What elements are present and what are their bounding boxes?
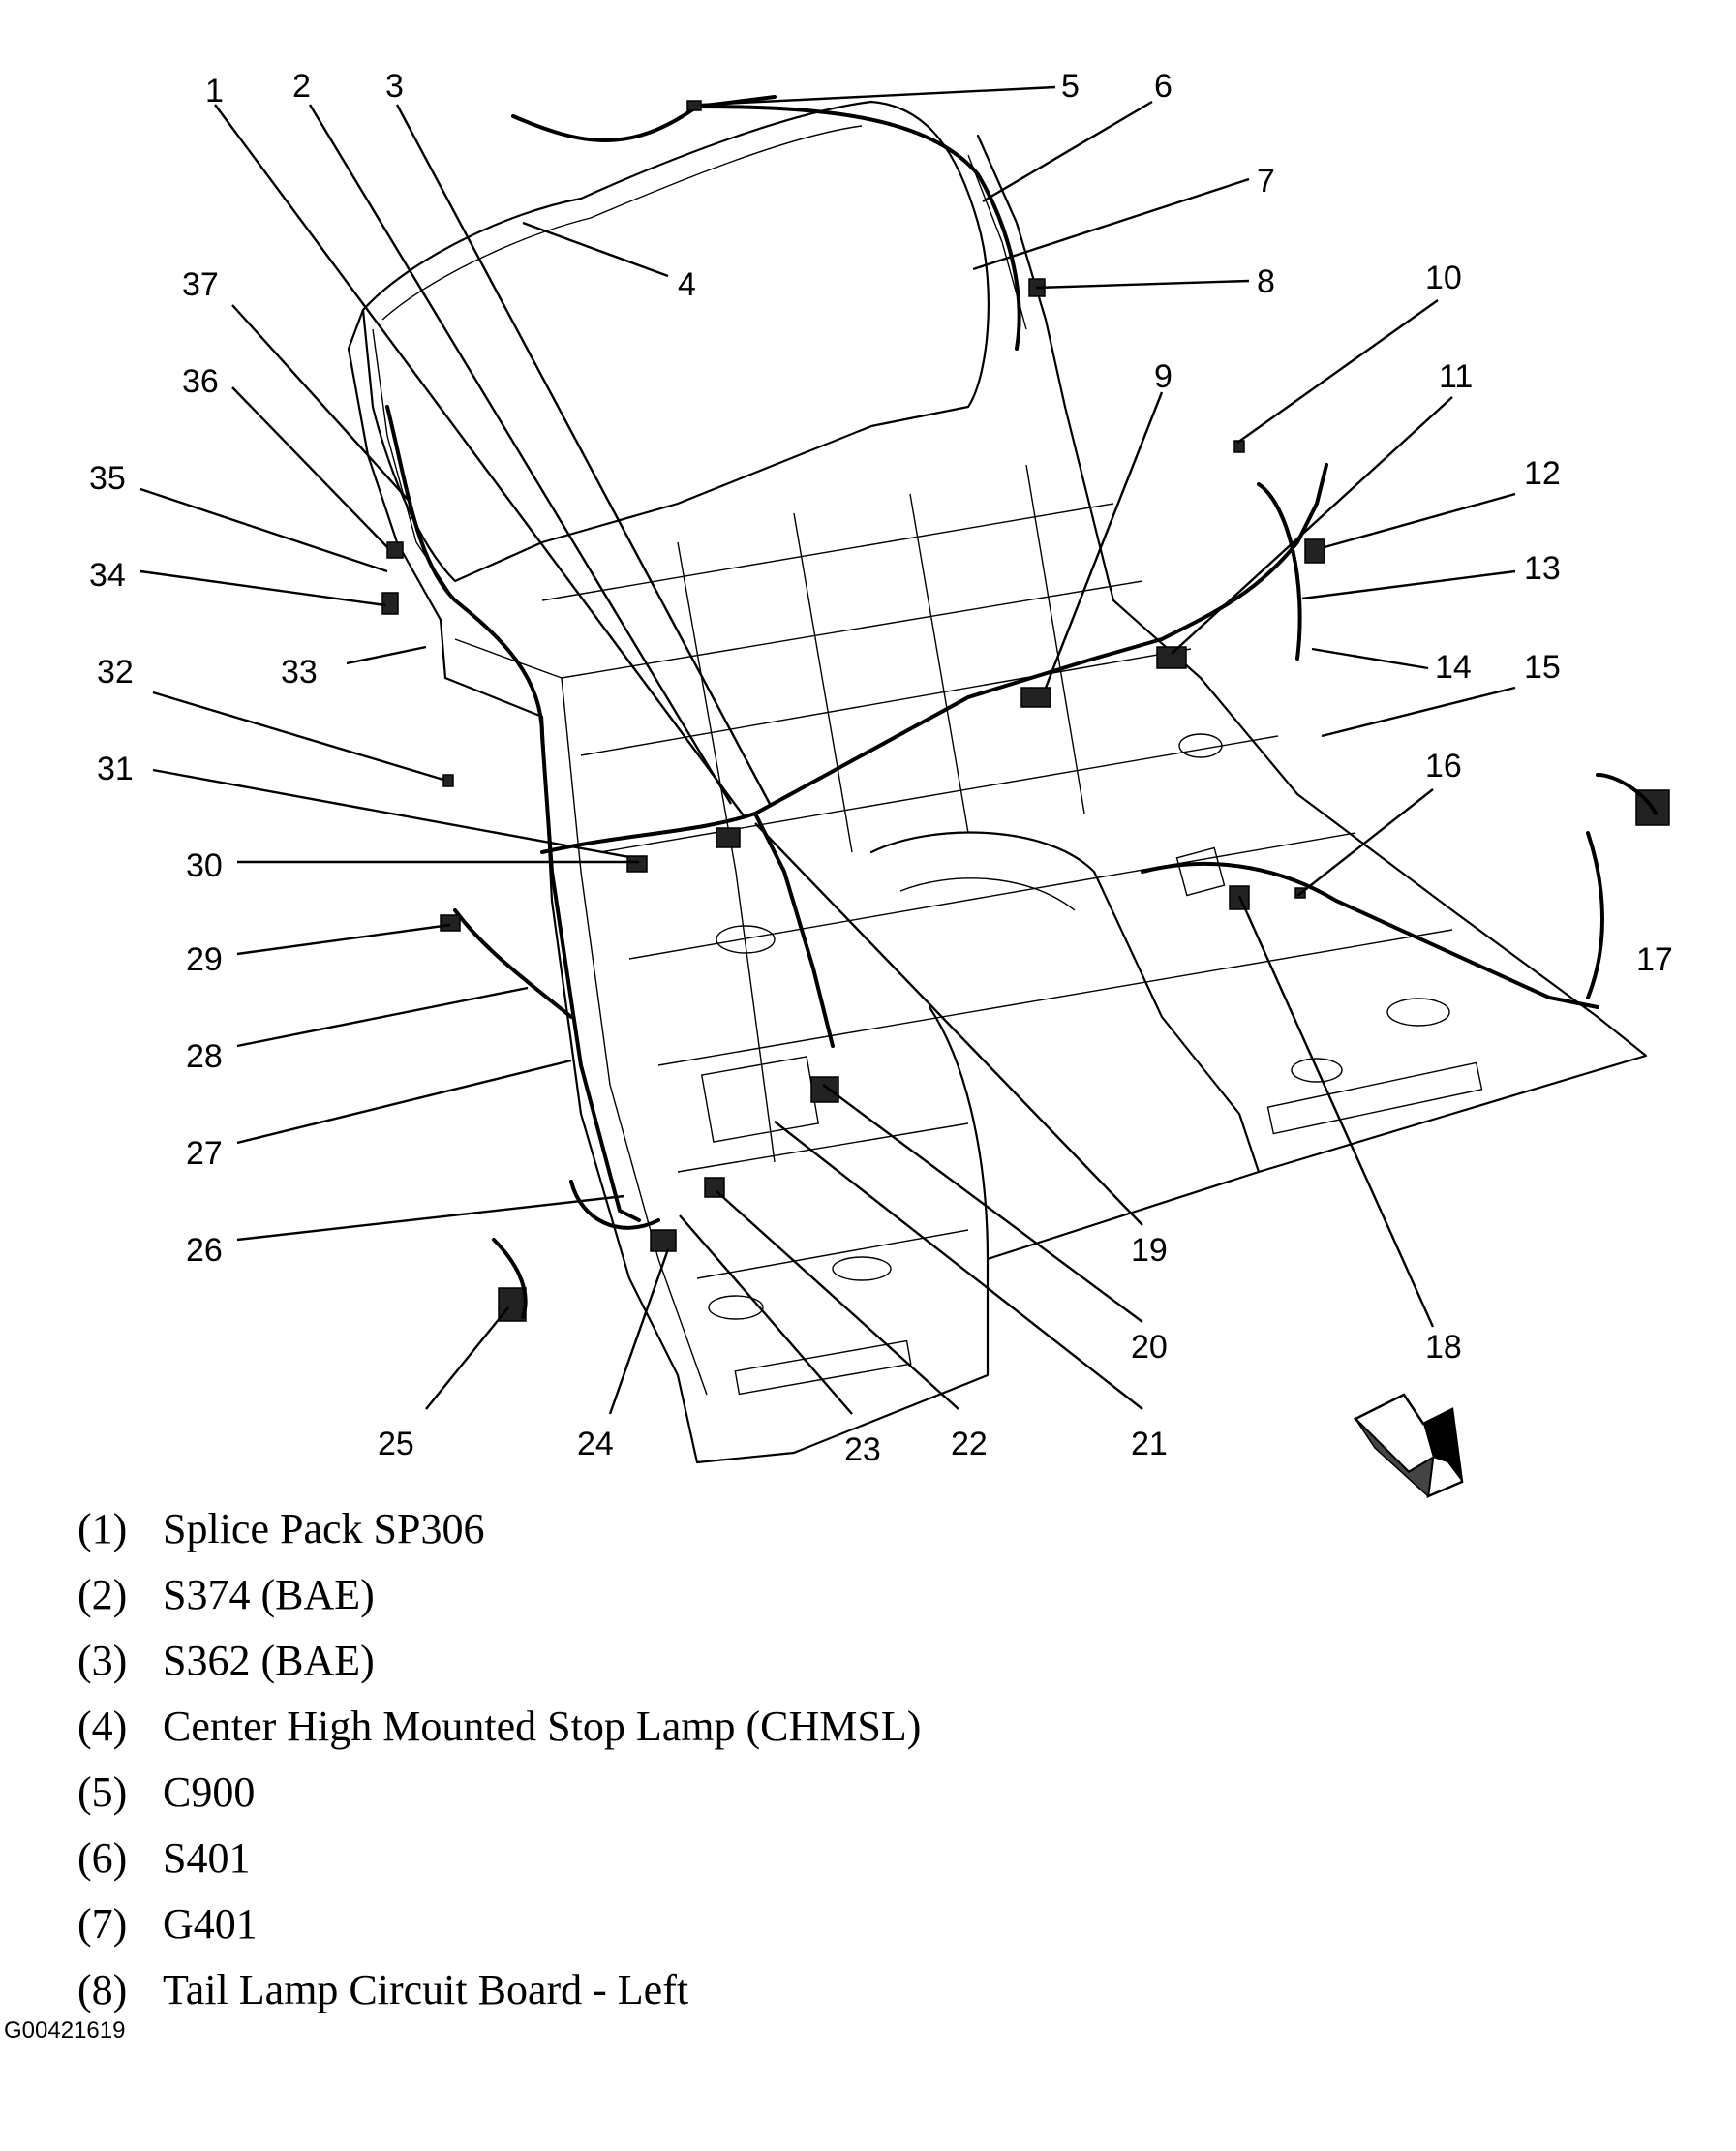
forward-direction-arrow-icon <box>1353 1393 1464 1499</box>
callout-3: 3 <box>385 68 404 105</box>
callout-21: 21 <box>1131 1426 1168 1462</box>
legend-text: Splice Pack SP306 <box>163 1505 485 1552</box>
callout-33: 33 <box>281 654 318 691</box>
callout-6: 6 <box>1154 68 1173 105</box>
legend-number: (5) <box>77 1768 128 1816</box>
callout-34: 34 <box>89 557 126 594</box>
legend-number: (7) <box>77 1900 128 1948</box>
callout-11: 11 <box>1439 358 1473 395</box>
legend-number: (3) <box>77 1637 128 1684</box>
callout-2: 2 <box>292 68 311 105</box>
legend-text: S374 (BAE) <box>163 1571 375 1618</box>
callout-7: 7 <box>1257 163 1275 200</box>
vehicle-floor-drawing <box>347 100 1648 1464</box>
component-legend: (1) Splice Pack SP306 (2) S374 (BAE) (3) S3… <box>77 1496 1530 2023</box>
callout-37: 37 <box>182 266 219 303</box>
legend-number: (1) <box>77 1505 128 1552</box>
callout-29: 29 <box>186 941 223 978</box>
callout-22: 22 <box>951 1426 988 1462</box>
harness-diagram: 1 2 3 4 5 6 7 8 9 10 11 12 13 14 15 16 1… <box>89 68 1673 1499</box>
callout-23: 23 <box>844 1431 881 1468</box>
callout-20: 20 <box>1131 1329 1168 1366</box>
legend-item: (3) S362 (BAE) <box>77 1628 1530 1694</box>
legend-item: (2) S374 (BAE) <box>77 1562 1530 1628</box>
legend-item: (6) S401 <box>77 1826 1530 1891</box>
callout-9: 9 <box>1154 358 1173 395</box>
callout-25: 25 <box>378 1426 414 1462</box>
callout-8: 8 <box>1257 263 1275 300</box>
legend-text: G401 <box>163 1900 258 1948</box>
callout-30: 30 <box>186 847 223 884</box>
legend-number: (6) <box>77 1834 128 1882</box>
callout-27: 27 <box>186 1135 223 1172</box>
legend-text: Tail Lamp Circuit Board - Left <box>163 1966 689 2013</box>
callout-12: 12 <box>1524 455 1561 492</box>
legend-number: (8) <box>77 1966 128 2013</box>
legend-item: (1) Splice Pack SP306 <box>77 1496 1530 1562</box>
legend-item: (5) C900 <box>77 1760 1530 1826</box>
legend-text: Center High Mounted Stop Lamp (CHMSL) <box>163 1703 922 1750</box>
legend-text: S401 <box>163 1834 251 1882</box>
legend-item: (4) Center High Mounted Stop Lamp (CHMSL) <box>77 1694 1530 1760</box>
legend-number: (4) <box>77 1703 128 1750</box>
callout-labels: 1 2 3 4 5 6 7 8 9 10 11 12 13 14 15 16 1… <box>89 68 1673 1468</box>
callout-4: 4 <box>678 266 696 303</box>
callout-36: 36 <box>182 363 219 400</box>
callout-18: 18 <box>1425 1329 1462 1366</box>
callout-32: 32 <box>97 654 134 691</box>
legend-number: (2) <box>77 1571 128 1618</box>
callout-35: 35 <box>89 460 126 497</box>
callout-1: 1 <box>205 73 224 109</box>
callout-16: 16 <box>1425 748 1462 784</box>
callout-15: 15 <box>1524 649 1561 686</box>
legend-item: (8) Tail Lamp Circuit Board - Left <box>77 1957 1530 2023</box>
wiring-harness <box>381 95 1670 1322</box>
callout-10: 10 <box>1425 260 1462 296</box>
callout-17: 17 <box>1636 941 1673 978</box>
callout-31: 31 <box>97 751 134 787</box>
figure-id: G00421619 <box>4 2017 126 2043</box>
callout-19: 19 <box>1131 1232 1168 1269</box>
legend-item: (7) G401 <box>77 1891 1530 1957</box>
legend-text: C900 <box>163 1768 256 1816</box>
legend-text: S362 (BAE) <box>163 1637 375 1684</box>
callout-24: 24 <box>577 1426 614 1462</box>
callout-13: 13 <box>1524 550 1561 587</box>
callout-26: 26 <box>186 1232 223 1269</box>
callout-5: 5 <box>1061 68 1080 105</box>
leader-lines <box>139 85 1516 1415</box>
callout-28: 28 <box>186 1038 223 1075</box>
callout-14: 14 <box>1435 649 1472 686</box>
